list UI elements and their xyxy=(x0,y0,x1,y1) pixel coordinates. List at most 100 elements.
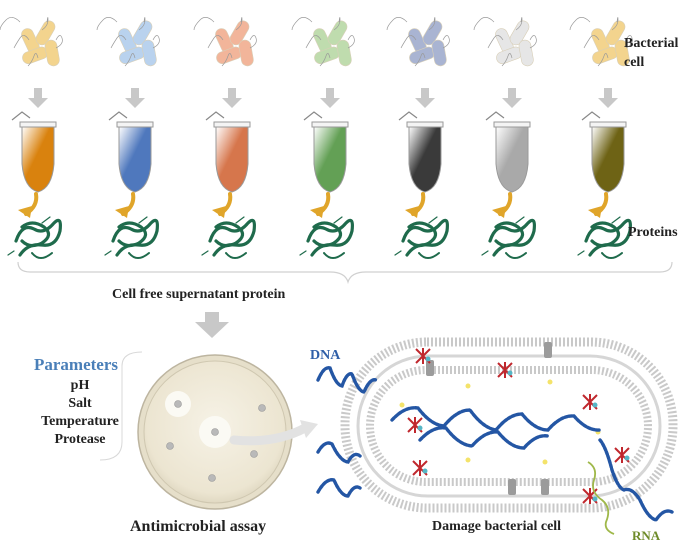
arrow-head xyxy=(310,206,324,218)
flagellum xyxy=(501,53,513,67)
flagellum xyxy=(152,35,160,49)
cytoplasm-particle xyxy=(542,459,548,465)
parameters-brace xyxy=(99,351,143,461)
damage-mark xyxy=(497,362,513,378)
membrane-damage xyxy=(415,348,431,364)
damage-mark xyxy=(614,447,630,463)
tube-rim xyxy=(116,121,154,128)
protein-structure xyxy=(7,216,62,259)
microtube xyxy=(313,126,347,193)
flagellum xyxy=(13,35,30,49)
damage-molecule xyxy=(592,402,598,408)
tube-rim xyxy=(493,121,531,128)
cytoplasm-particle xyxy=(399,402,405,408)
arrow-head xyxy=(212,206,226,218)
flagellum xyxy=(55,35,63,49)
flagellum xyxy=(428,17,436,31)
parameters-title: Parameters xyxy=(34,355,119,374)
bacterium-rod xyxy=(141,39,157,67)
arrow-head xyxy=(492,206,506,218)
arrow-head xyxy=(300,420,318,438)
arrow-to-cell xyxy=(229,423,310,446)
arrow-head xyxy=(588,206,602,218)
protein-ribbon xyxy=(590,221,621,248)
bacterium-rod xyxy=(336,39,352,67)
cell-free-label: Cell free supernatant protein xyxy=(112,287,286,302)
tube-rim xyxy=(589,121,627,128)
protein-loop xyxy=(323,252,345,259)
dna-strand xyxy=(316,441,362,464)
damage-label: Damage bacterial cell xyxy=(432,519,562,534)
microtube xyxy=(408,126,442,193)
tube-rim xyxy=(311,121,349,128)
flagellum xyxy=(221,53,233,67)
tube-cap xyxy=(581,111,601,121)
bacterium-rod xyxy=(229,20,250,46)
tube-rim xyxy=(406,121,444,128)
damage-molecule xyxy=(422,468,428,474)
flagellum xyxy=(333,17,341,31)
protein-ribbon xyxy=(312,221,343,248)
dna-strand xyxy=(418,426,550,450)
arrow-to-tube xyxy=(502,88,522,108)
protein-ribbon xyxy=(20,221,51,248)
strain-2 xyxy=(96,17,160,259)
microtube xyxy=(495,126,529,193)
sample-well xyxy=(250,450,258,458)
arrow-to-tube xyxy=(222,88,242,108)
dna-strand xyxy=(598,438,674,522)
membrane-damage xyxy=(497,362,513,378)
bacterium-rod xyxy=(518,39,534,67)
flagellum xyxy=(0,17,21,31)
flagellum xyxy=(400,35,417,49)
tube-cap xyxy=(205,111,225,121)
strain-6 xyxy=(473,17,537,259)
protein-loop xyxy=(128,252,150,259)
bacterium-rod xyxy=(431,39,447,67)
flagellum xyxy=(319,53,331,67)
membrane-damage xyxy=(614,447,630,463)
flagellum xyxy=(347,35,355,49)
bacterium-rod xyxy=(132,20,153,46)
cytoplasm-particle xyxy=(547,379,553,385)
microtube xyxy=(215,126,249,193)
flagellum xyxy=(249,35,257,49)
protein-tail xyxy=(481,216,525,256)
flagellum xyxy=(569,17,591,31)
protein-structure xyxy=(104,216,159,259)
flagellum xyxy=(305,35,322,49)
flagellum xyxy=(235,17,243,31)
tube-cap xyxy=(108,111,128,121)
membrane-pore xyxy=(426,360,434,376)
flagellum xyxy=(515,17,523,31)
flagellum xyxy=(41,17,49,31)
peptidoglycan-layer xyxy=(356,354,662,498)
bacterium-rod xyxy=(614,39,630,67)
flagellum xyxy=(611,17,619,31)
bacterium-rod xyxy=(605,20,626,46)
membrane-pore xyxy=(544,342,552,358)
sample-well xyxy=(208,474,216,482)
membrane-damage xyxy=(582,394,598,410)
strain-7 xyxy=(569,17,633,259)
bacterium-rod xyxy=(327,20,348,46)
cytoplasm-particle xyxy=(465,383,471,389)
membrane-pore xyxy=(541,479,549,495)
protein-tail xyxy=(577,216,621,256)
damage-molecule xyxy=(507,370,513,376)
protein-ribbon xyxy=(407,221,438,248)
protein-loop xyxy=(225,252,247,259)
microtube xyxy=(591,126,625,193)
grouping-bracket xyxy=(17,261,673,285)
dna-label: DNA xyxy=(310,348,341,363)
strain-1 xyxy=(0,17,63,259)
flagellum xyxy=(207,35,224,49)
flagellum xyxy=(625,35,633,49)
sample-well xyxy=(258,404,266,412)
protein-tail xyxy=(104,216,148,256)
arrow-to-tube xyxy=(125,88,145,108)
protein-ribbon xyxy=(117,221,148,248)
strain-4 xyxy=(291,17,355,259)
flagellum xyxy=(414,53,426,67)
parameter-ph: pH xyxy=(70,378,90,393)
